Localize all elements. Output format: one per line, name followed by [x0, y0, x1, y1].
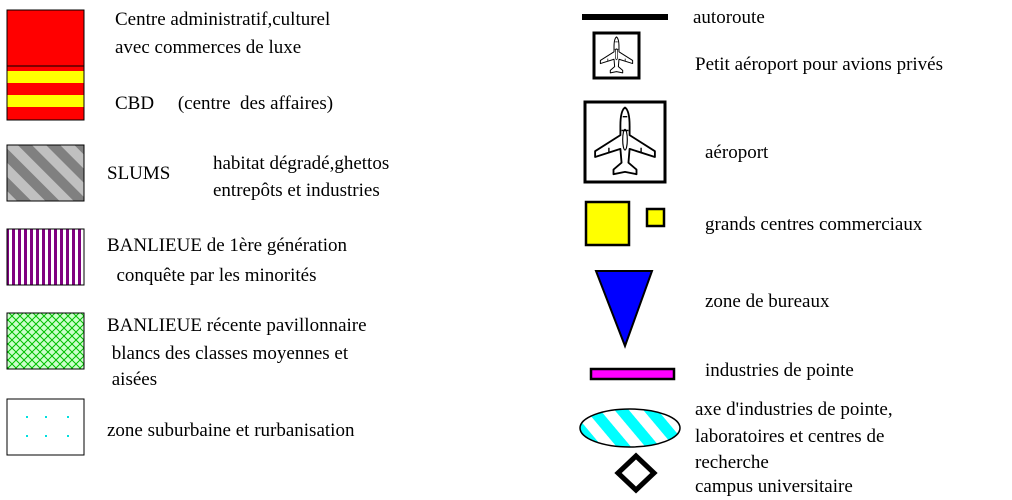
label-grands-centres-commerciaux: grands centres commerciaux [705, 214, 923, 235]
label-zone-de-bureaux: zone de bureaux [705, 291, 830, 312]
diamond-icon [614, 452, 658, 494]
swatches-left [6, 9, 85, 456]
label-centre-line1: Centre administratif,culturel [115, 9, 331, 30]
label-axe-line1: axe d'industries de pointe, [695, 399, 893, 420]
swatch-slums [6, 144, 85, 202]
swatch-zone-suburbaine [6, 398, 85, 456]
label-slums-line1: habitat dégradé,ghettos [213, 153, 390, 174]
yellow-squares-icon [584, 200, 666, 247]
label-banlieue-recente-line2: blancs des classes moyennes et [107, 343, 349, 364]
airplane-icon [583, 100, 667, 184]
label-aeroport: aéroport [705, 142, 769, 163]
swatch-banlieue-recente [6, 312, 85, 370]
label-banlieue-recente-line3: aisées [107, 369, 158, 390]
label-banlieue-recente-line1: BANLIEUE récente pavillonnaire [107, 315, 367, 336]
label-banlieue-1-line2: conquête par les minorités [107, 265, 317, 286]
label-petit-aeroport: Petit aéroport pour avions privés [695, 54, 944, 75]
label-slums-title: SLUMS [107, 163, 171, 184]
highway-line [582, 14, 668, 20]
magenta-bar-icon [589, 367, 676, 381]
icons-right [579, 14, 681, 494]
swatch-banlieue-1ere-generation [6, 228, 85, 286]
swatch-cbd [6, 65, 85, 121]
label-zone-suburbaine: zone suburbaine et rurbanisation [107, 420, 355, 441]
swatch-centre-administratif [6, 9, 85, 67]
label-campus-universitaire: campus universitaire [695, 476, 853, 497]
small-airplane-icon [592, 31, 641, 80]
label-axe-line2: laboratoires et centres de [695, 426, 885, 447]
label-slums-line2: entrepôts et industries [213, 180, 380, 201]
label-axe-line3: recherche [695, 452, 769, 473]
label-banlieue-1-line1: BANLIEUE de 1ère génération [107, 235, 348, 256]
blue-triangle-icon [594, 270, 654, 349]
label-cbd: CBD (centre des affaires) [115, 93, 334, 114]
label-autoroute: autoroute [693, 7, 765, 28]
label-centre-line2: avec commerces de luxe [115, 37, 302, 58]
cyan-striped-ellipse-icon [579, 408, 681, 448]
label-industries-de-pointe: industries de pointe [705, 360, 854, 381]
